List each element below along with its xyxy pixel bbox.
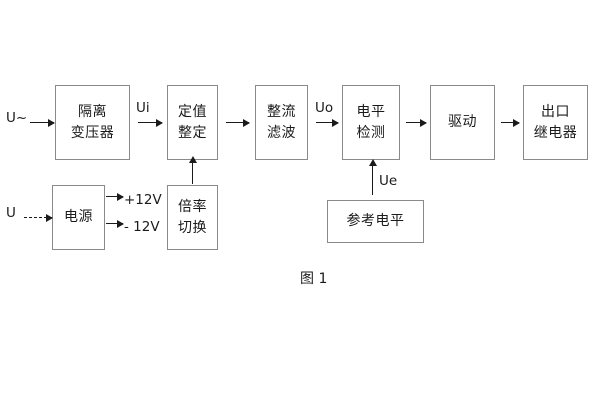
arrow-isolation-to-setting <box>138 118 163 127</box>
block-label-level-detection: 电平 <box>356 103 386 120</box>
arrow-power-neg12v <box>106 219 124 228</box>
ue-label: Ue <box>379 173 398 189</box>
block-label-rectifier-filter: 整流 <box>267 103 296 120</box>
block-label-multiplier-switch: 切换 <box>178 219 207 236</box>
figure-caption: 图 1 <box>300 271 328 287</box>
block-power-supply: 电源 <box>52 185 105 250</box>
block-reference-level: 参考电平 <box>327 200 424 243</box>
block-multiplier-switch: 倍率切换 <box>167 185 218 250</box>
arrow-power-pos12v <box>106 192 124 201</box>
block-drive: 驱动 <box>430 85 495 160</box>
input-arrow-dc-input <box>24 213 53 222</box>
arrow-reference-to-level <box>368 159 377 195</box>
input-label-dc-input: U <box>6 205 16 221</box>
arrow-setting-to-rectifier <box>226 118 250 127</box>
input-label-ac-input: U~ <box>6 110 28 126</box>
pos12v-label: +12V <box>124 192 162 208</box>
block-level-detection: 电平检测 <box>342 85 400 160</box>
ui-label: Ui <box>136 100 150 116</box>
uo-label: Uo <box>315 100 334 116</box>
block-label-output-relay: 继电器 <box>533 124 578 141</box>
input-arrow-ac-input <box>30 118 55 127</box>
block-setting-value: 定值整定 <box>167 85 218 160</box>
block-label-output-relay: 出口 <box>541 103 570 120</box>
arrow-level-to-drive <box>406 118 427 127</box>
block-rectifier-filter: 整流滤波 <box>255 85 308 160</box>
block-label-drive: 驱动 <box>448 114 477 131</box>
block-label-isolation-transformer: 变压器 <box>70 124 115 141</box>
block-label-power-supply: 电源 <box>64 209 93 226</box>
block-label-reference-level: 参考电平 <box>346 213 405 230</box>
block-label-setting-value: 整定 <box>178 124 207 141</box>
block-isolation-transformer: 隔离变压器 <box>55 85 130 160</box>
block-label-setting-value: 定值 <box>178 103 207 120</box>
block-label-rectifier-filter: 滤波 <box>267 124 296 141</box>
arrow-multiplier-to-setting <box>188 156 197 184</box>
block-label-level-detection: 检测 <box>356 124 386 141</box>
neg12v-label: - 12V <box>124 219 160 235</box>
block-label-multiplier-switch: 倍率 <box>178 198 207 215</box>
block-output-relay: 出口继电器 <box>523 85 588 160</box>
arrow-drive-to-relay <box>501 118 520 127</box>
arrow-rectifier-to-level <box>316 118 339 127</box>
block-label-isolation-transformer: 隔离 <box>78 103 107 120</box>
